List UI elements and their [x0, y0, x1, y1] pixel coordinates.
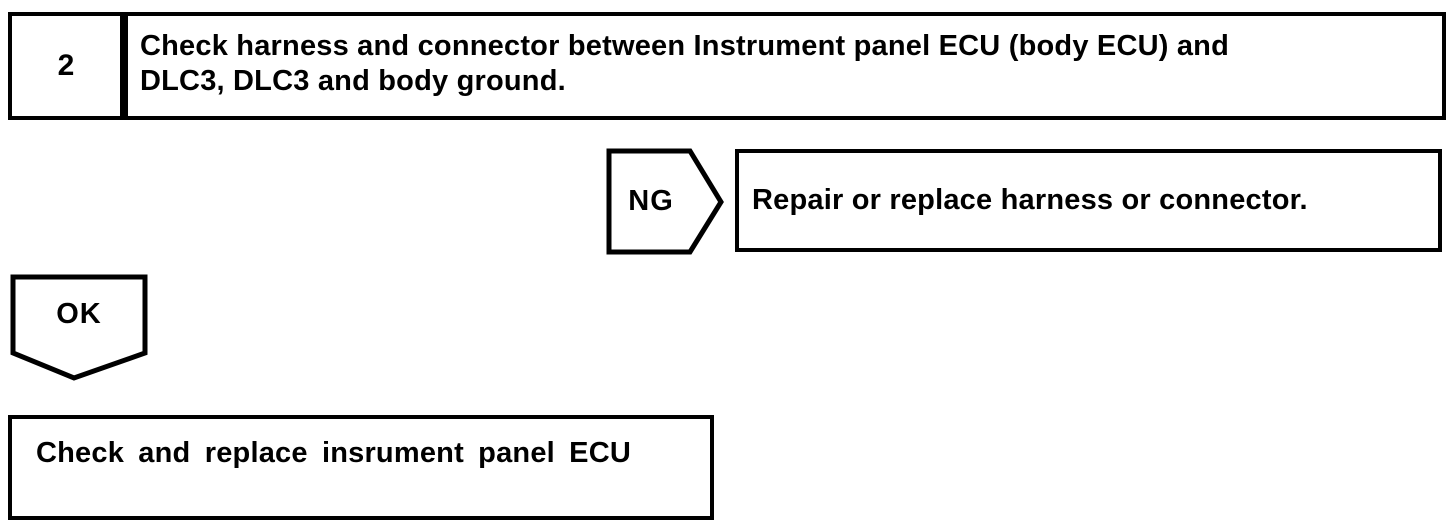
ok-pentagon-icon [10, 274, 148, 381]
step-instruction-line-1: Check harness and connector between Inst… [140, 30, 1229, 62]
ok-connector: OK [10, 274, 148, 382]
result-box: Check and replace insrument panel ECU [8, 415, 714, 520]
ng-connector: NG [606, 148, 724, 256]
step-number: 2 [57, 49, 75, 82]
result-text: Check and replace insrument panel ECU [36, 437, 632, 469]
step-number-box: 2 [8, 12, 124, 120]
ok-label: OK [56, 297, 102, 330]
ng-label: NG [628, 185, 674, 217]
ng-pentagon-icon [606, 148, 724, 255]
ng-action-box: Repair or replace harness or connector. [735, 149, 1442, 252]
step-instruction-box: Check harness and connector between Inst… [124, 12, 1446, 120]
step-instruction-line-2: DLC3, DLC3 and body ground. [140, 65, 566, 97]
ng-action-text: Repair or replace harness or connector. [752, 184, 1308, 216]
